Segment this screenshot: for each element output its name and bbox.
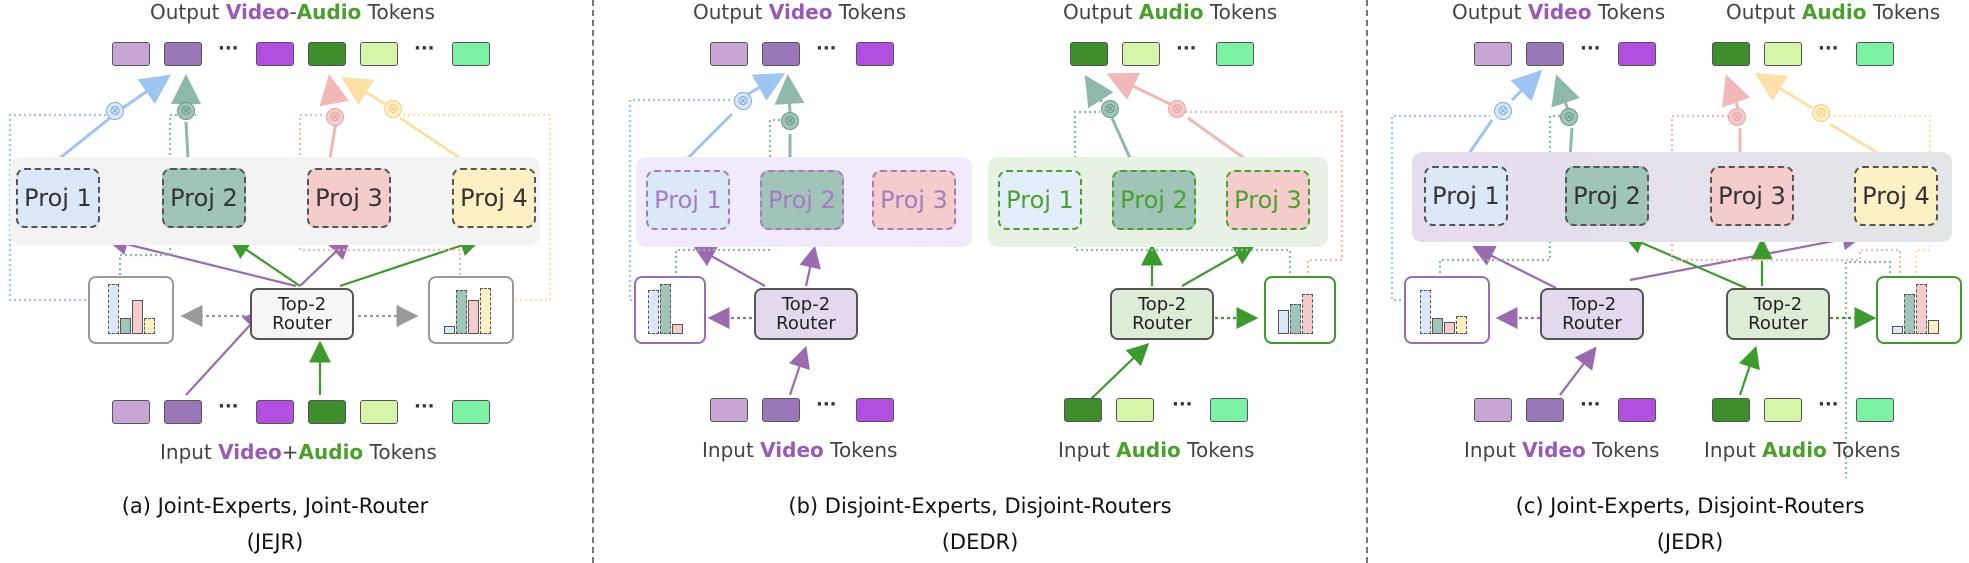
output-audio-token <box>308 42 346 66</box>
histogram-bar <box>480 288 491 334</box>
input-video-token <box>256 400 294 424</box>
routing-histogram <box>88 276 174 344</box>
multiply-icon: ⊗ <box>177 102 195 120</box>
routing-histogram <box>428 276 514 344</box>
histogram-bar <box>144 318 155 334</box>
panel-jejr: Output Video-Audio Tokens ··· ··· ⊗ ⊗ ⊗ … <box>0 0 590 563</box>
input-tokens-label: Input Video+Audio Tokens <box>160 440 437 464</box>
expert-proj-3: Proj 3 <box>307 168 391 228</box>
multiply-icon: ⊗ <box>384 100 402 118</box>
multiply-icon: ⊗ <box>106 102 124 120</box>
output-audio-token <box>452 42 490 66</box>
output-video-token <box>112 42 150 66</box>
histogram-bar <box>120 318 131 334</box>
histogram-bar <box>468 300 479 334</box>
histogram-bar <box>108 284 119 334</box>
top2-router: Top-2 Router <box>250 288 354 340</box>
output-video-token <box>164 42 202 66</box>
histogram-bar <box>456 290 467 334</box>
histogram-bar <box>132 300 143 334</box>
expert-proj-4: Proj 4 <box>452 168 536 228</box>
input-video-token <box>112 400 150 424</box>
panel-abbrev: (JEJR) <box>246 530 304 554</box>
panel-separator <box>1366 0 1368 563</box>
output-audio-token <box>360 42 398 66</box>
ellipsis: ··· <box>218 396 239 417</box>
expert-proj-2: Proj 2 <box>162 168 246 228</box>
expert-proj-1: Proj 1 <box>16 168 100 228</box>
output-video-token <box>256 42 294 66</box>
ellipsis: ··· <box>218 38 239 59</box>
ellipsis: ··· <box>414 396 435 417</box>
histogram-bar <box>444 326 455 334</box>
panel-separator <box>592 0 594 563</box>
panel-caption: (a) Joint-Experts, Joint-Router <box>121 494 429 518</box>
output-tokens-label: Output Video-Audio Tokens <box>150 0 435 24</box>
input-audio-token <box>308 400 346 424</box>
input-video-token <box>164 400 202 424</box>
input-audio-token <box>360 400 398 424</box>
input-audio-token <box>452 400 490 424</box>
ellipsis: ··· <box>414 38 435 59</box>
multiply-icon: ⊗ <box>326 108 344 126</box>
